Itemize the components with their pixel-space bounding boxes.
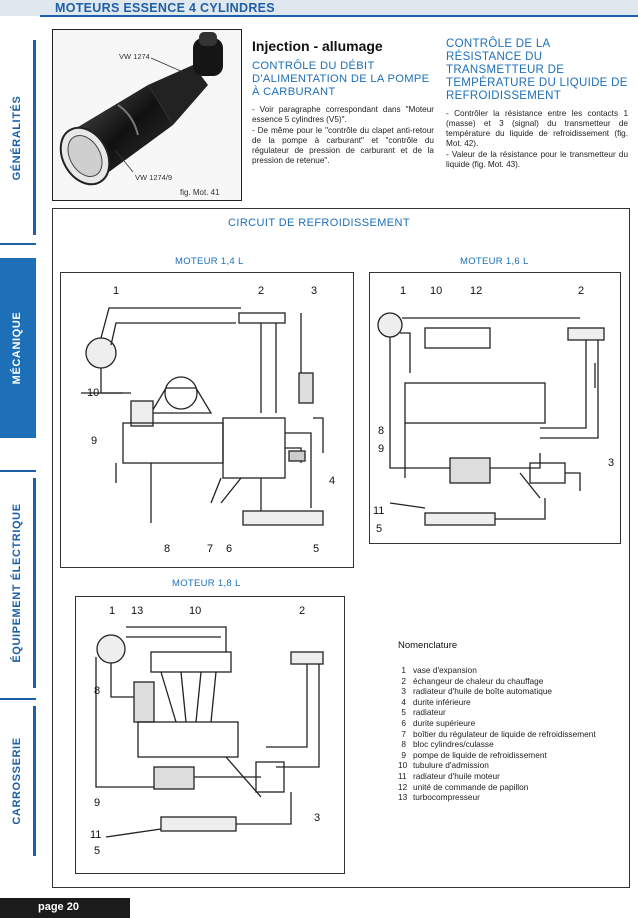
label-3: 3 [311, 285, 318, 297]
resistance-title: CONTRÔLE DE LA RÉSISTANCE DU TRANSMETTEU… [446, 38, 628, 102]
motor-18-label: MOTEUR 1,8 L [172, 578, 241, 589]
side-tab-equipement-electrique[interactable]: ÉQUIPEMENT ÉLECTRIQUE [0, 478, 36, 688]
resistance-section: CONTRÔLE DE LA RÉSISTANCE DU TRANSMETTEU… [446, 38, 628, 171]
tool-photo: VW 1274 VW 1274/9 fig. Mot. 41 [52, 29, 242, 201]
label-1: 1 [109, 605, 116, 617]
label-7: 7 [207, 543, 214, 555]
resistance-bullet: - Valeur de la résistance pour le transm… [446, 150, 628, 169]
label-8: 8 [378, 425, 385, 437]
header-rule [40, 15, 638, 17]
label-8: 8 [164, 543, 171, 555]
tab-divider [0, 470, 36, 472]
label-5: 5 [94, 845, 101, 857]
side-tab-label: ÉQUIPEMENT ÉLECTRIQUE [10, 503, 23, 663]
motor-16-label: MOTEUR 1,6 L [460, 256, 529, 267]
page-header-title: MOTEURS ESSENCE 4 CYLINDRES [55, 1, 275, 15]
cooling-circuit-frame [52, 208, 630, 888]
side-tab-label: GÉNÉRALITÉS [10, 95, 23, 180]
tool-label-vw1274: VW 1274 [119, 52, 150, 61]
side-tab-label: CARROSSERIE [10, 737, 23, 825]
diagram-motor-16: 1 10 12 2 8 9 3 11 5 [369, 272, 621, 544]
tab-divider [0, 698, 36, 700]
label-2: 2 [578, 285, 585, 297]
label-4: 4 [329, 475, 336, 487]
injection-title: Injection - allumage [252, 38, 383, 54]
label-3: 3 [314, 812, 321, 824]
motor-14-label: MOTEUR 1,4 L [175, 256, 244, 267]
injection-subtitle: CONTRÔLE DU DÉBIT D'ALIMENTATION DE LA P… [252, 60, 430, 98]
injection-section: Injection - allumage CONTRÔLE DU DÉBIT D… [252, 38, 434, 167]
label-9: 9 [378, 443, 385, 455]
label-2: 2 [258, 285, 265, 297]
nomenclature-title: Nomenclature [398, 640, 458, 651]
page-number: page 20 [38, 901, 79, 913]
side-tab-label: MÉCANIQUE [10, 311, 23, 385]
label-1: 1 [400, 285, 407, 297]
label-10: 10 [87, 387, 100, 399]
resistance-bullet: - Contrôler la résistance entre les cont… [446, 109, 628, 148]
label-1: 1 [113, 285, 120, 297]
tab-divider [0, 243, 36, 245]
label-10: 10 [189, 605, 202, 617]
injection-bullet: - Voir paragraphe correspondant dans "Mo… [252, 105, 434, 124]
cooling-circuit-title: CIRCUIT DE REFROIDISSEMENT [228, 217, 410, 229]
injection-bullet: - De même pour le "contrôle du clapet an… [252, 126, 434, 165]
diagram-motor-14: 1 2 3 4 5 6 7 8 9 10 [60, 272, 354, 568]
circuit-lines-18 [95, 626, 324, 838]
diagram-motor-18: 1 13 10 2 8 9 3 11 5 [75, 596, 345, 874]
circuit-lines-16 [377, 312, 605, 526]
label-5: 5 [313, 543, 320, 555]
label-9: 9 [91, 435, 98, 447]
label-6: 6 [226, 543, 233, 555]
label-13: 13 [131, 605, 144, 617]
figure-caption: fig. Mot. 41 [180, 188, 220, 197]
resistance-text: - Contrôler la résistance entre les cont… [446, 109, 628, 170]
tool-illustration [59, 32, 223, 186]
side-tab-carrosserie[interactable]: CARROSSERIE [0, 706, 36, 856]
tool-label-vw1274-9: VW 1274/9 [135, 173, 173, 182]
label-10: 10 [430, 285, 443, 297]
label-2: 2 [299, 605, 306, 617]
label-12: 12 [470, 285, 483, 297]
side-tab-mecanique[interactable]: MÉCANIQUE [0, 258, 36, 438]
label-11: 11 [90, 829, 102, 841]
label-8: 8 [94, 685, 101, 697]
label-5: 5 [376, 523, 383, 535]
footer-band [0, 898, 130, 918]
circuit-lines-14 [81, 307, 324, 526]
injection-text: - Voir paragraphe correspondant dans "Mo… [252, 105, 434, 166]
side-tab-generalites[interactable]: GÉNÉRALITÉS [0, 40, 36, 235]
label-9: 9 [94, 797, 101, 809]
header-band [0, 0, 638, 16]
label-11: 11 [373, 505, 385, 517]
label-3: 3 [608, 457, 615, 469]
